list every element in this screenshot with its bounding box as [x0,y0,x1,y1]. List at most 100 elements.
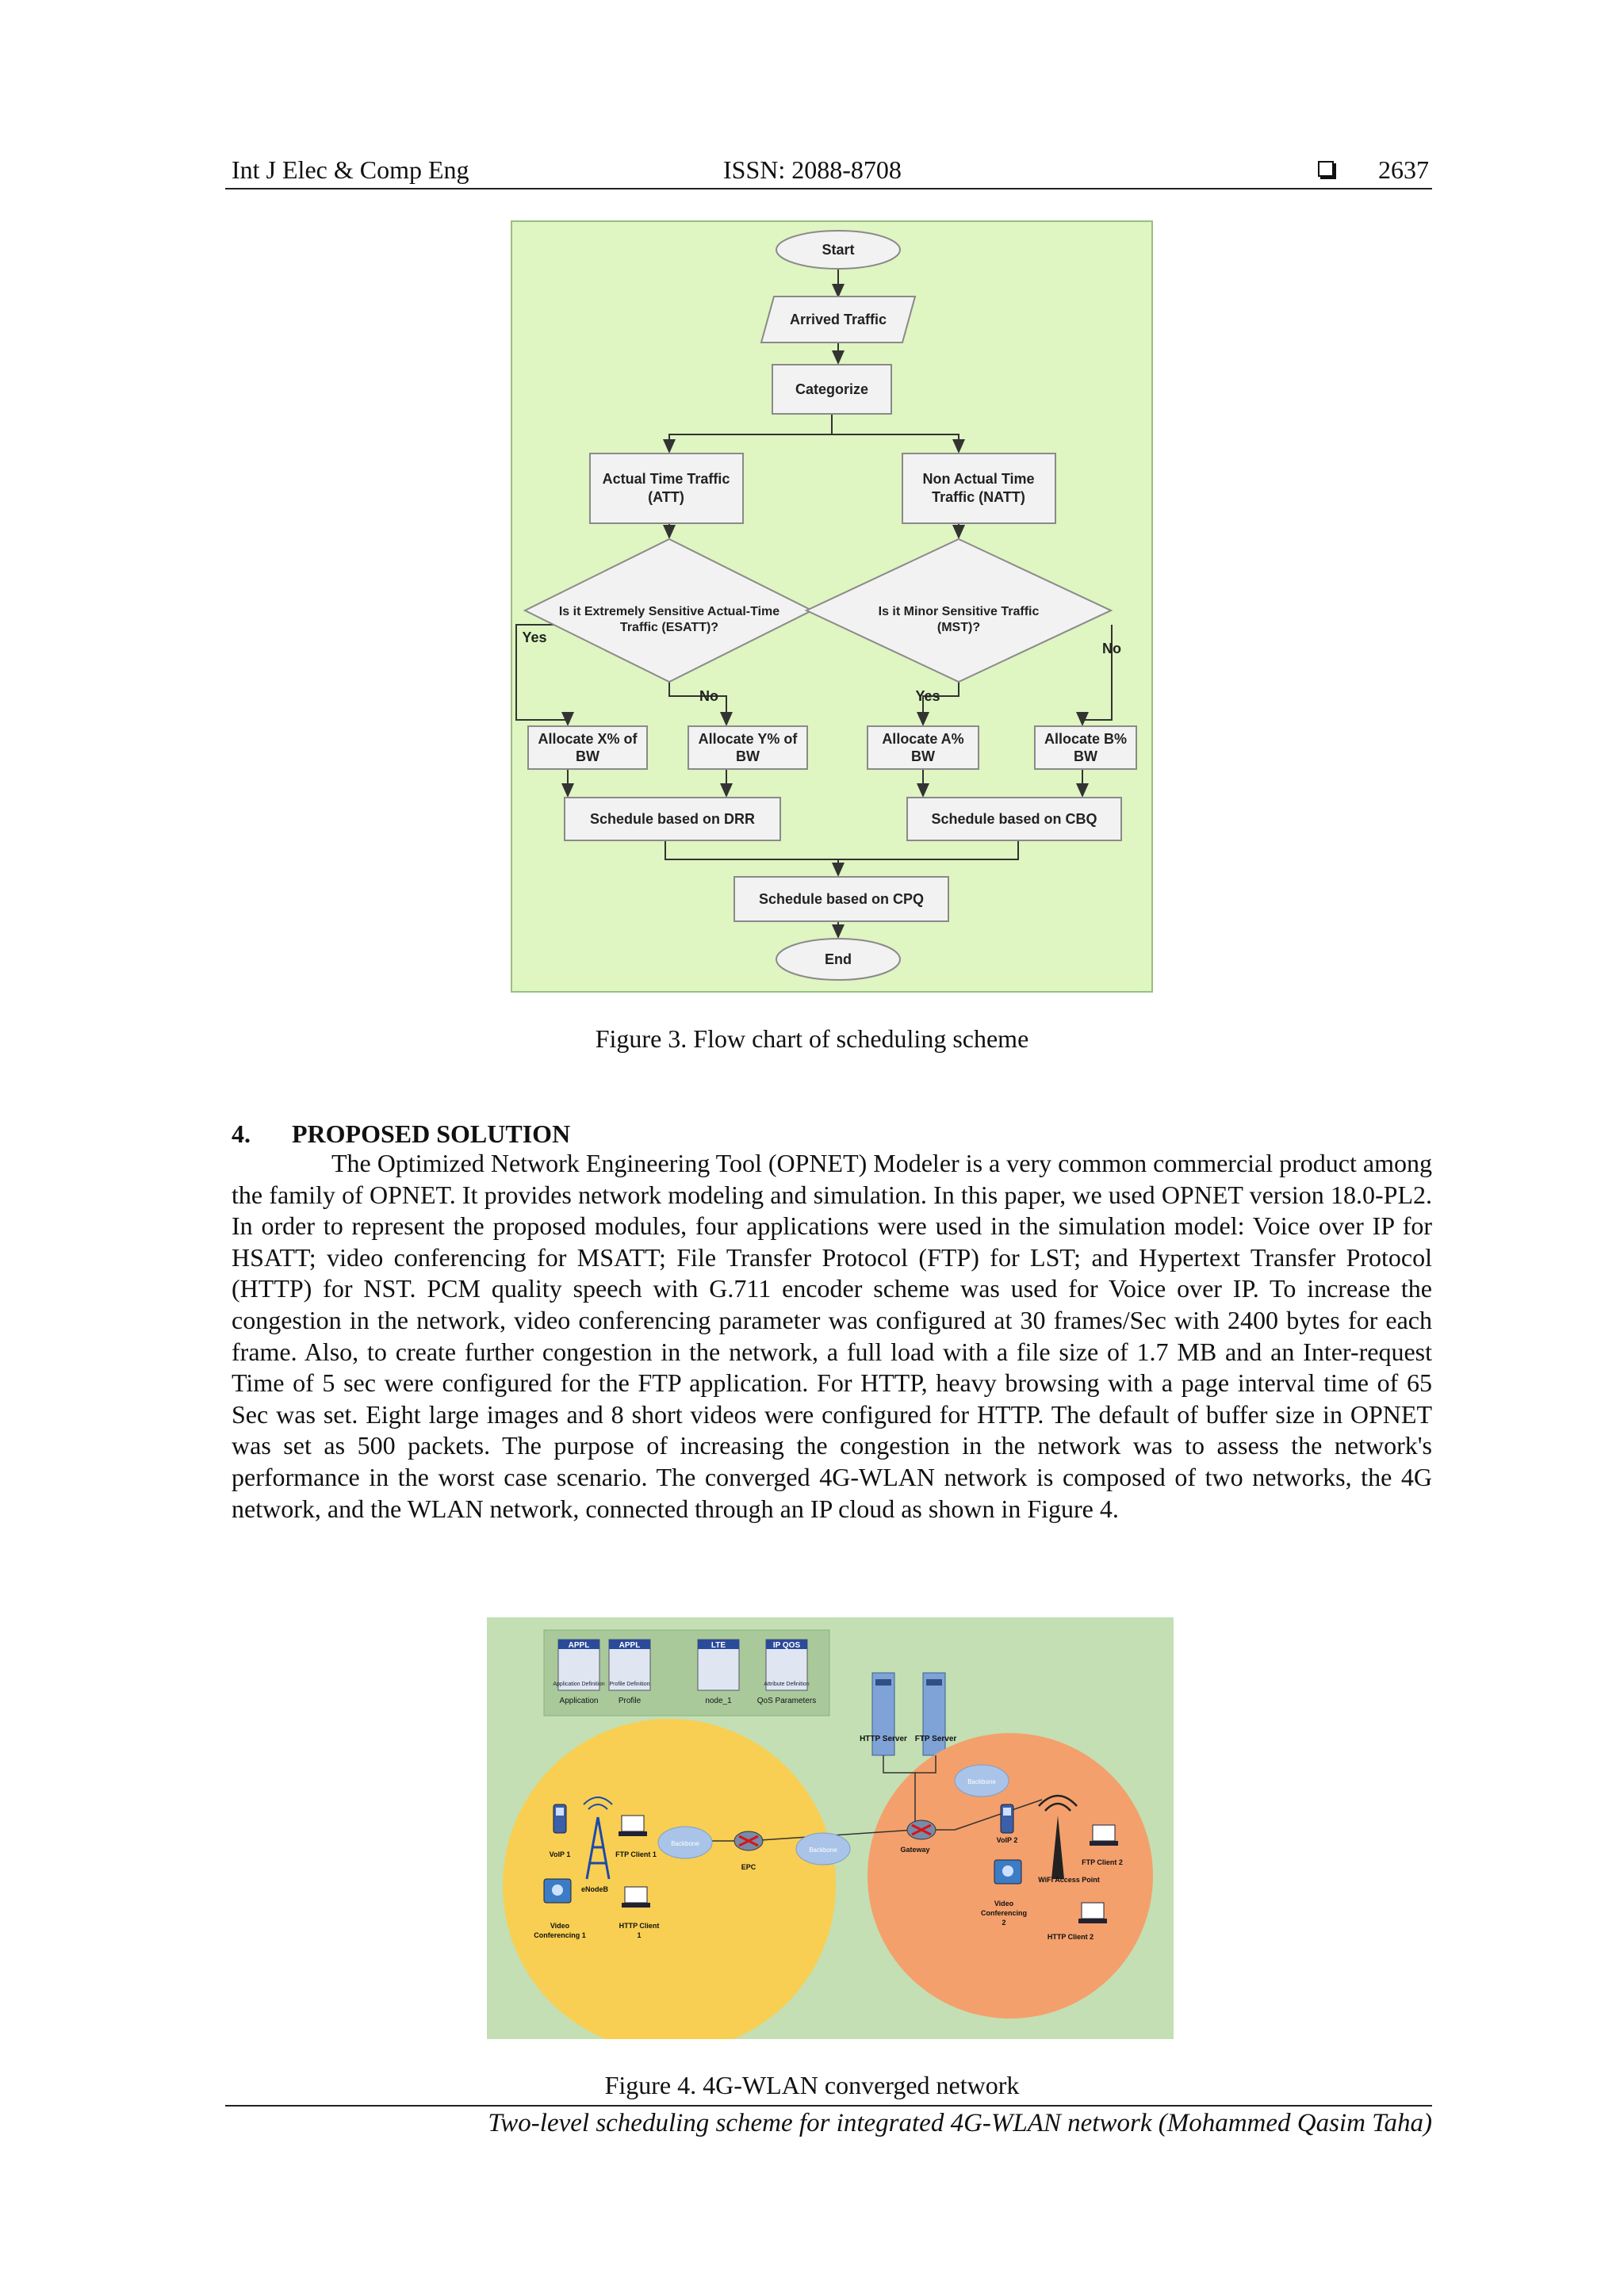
att-label-line2: (ATT) [648,489,684,505]
tile-title-appl-2: APPL [619,1641,641,1650]
drr-node [564,797,781,841]
esatt-question-line1: Is it Extremely Sensitive Actual-Time [559,605,779,618]
square-bullet-icon [1318,161,1334,177]
tile-sub-application: Application Definition [553,1682,604,1687]
running-head-issn: ISSN: 2088-8708 [723,155,902,184]
categorize-node [772,364,892,415]
yes-left-label: Yes [522,629,546,645]
palette-tiles [557,1639,808,1691]
mst-question-line2: (MST)? [937,621,980,634]
allocate-y-node [688,725,808,770]
allocate-x-node [527,725,648,770]
allocate-b-node [1034,725,1137,770]
allocate-a-line1: Allocate A% [882,731,963,747]
no-left-label: No [699,688,718,704]
voip-2-phone-icon [1000,1804,1014,1834]
http-server-icon [871,1672,895,1756]
allocate-y-line1: Allocate Y% of [699,731,799,747]
att-label-line1: Actual Time Traffic [603,471,730,487]
gateway-label: Gateway [900,1846,929,1854]
yes-right-label: Yes [915,688,940,704]
natt-node [902,453,1056,524]
video-conferencing-1-icon [543,1878,572,1904]
http-client-2-computer-icon [1078,1902,1107,1923]
palette-label-application: Application [560,1697,599,1705]
tile-sub-attribute: Attribute Definition [764,1682,809,1687]
palette-label-profile: Profile [619,1697,642,1705]
section-heading: 4. PROPOSED SOLUTION [232,1119,570,1149]
att-node [589,453,744,524]
ftp-client-1-label: FTP Client 1 [615,1850,657,1858]
http-client-1-computer-icon [622,1886,650,1908]
start-label: Start [822,242,854,258]
tile-title-ipqos: IP QOS [773,1641,801,1650]
paragraph-text: The Optimized Network Engineering Tool (… [232,1149,1432,1523]
palette-label-qos: QoS Parameters [757,1697,816,1705]
footer-rule [225,2105,1432,2107]
allocate-b-line1: Allocate B% [1044,731,1127,747]
drr-label: Schedule based on DRR [590,811,755,827]
backbone-cloud-left [657,1826,713,1859]
allocate-b-line2: BW [1074,748,1097,764]
section-number: 4. [232,1119,251,1148]
cpq-node [733,876,949,922]
tile-title-lte: LTE [711,1641,726,1650]
end-label: End [825,951,852,967]
http-client-1-line2: 1 [637,1931,641,1939]
figure-4-caption: Figure 4. 4G-WLAN converged network [604,2071,1020,2099]
video-conferencing-2-icon [994,1859,1022,1885]
figure-3-caption: Figure 3. Flow chart of scheduling schem… [595,1024,1029,1053]
cbq-node [906,797,1122,841]
video-conferencing-2-line3: 2 [1002,1919,1005,1927]
backbone-cloud-middle [795,1832,851,1866]
tile-sub-profile: Profile Definition [610,1682,650,1687]
voip-1-label: VoIP 1 [550,1850,571,1858]
http-client-1-line1: HTTP Client [619,1922,660,1930]
backbone-right-label: Backbone [967,1778,996,1785]
voip-2-label: VoIP 2 [997,1836,1018,1844]
cbq-label: Schedule based on CBQ [931,811,1097,827]
ftp-server-label: FTP Server [915,1735,957,1743]
arrived-traffic-label: Arrived Traffic [790,312,887,327]
section-paragraph: The Optimized Network Engineering Tool (… [232,1148,1432,1525]
natt-label-line2: Traffic (NATT) [932,489,1025,505]
figure-3-flowchart: Start Arrived Traffic Categorize Actual … [511,220,1153,993]
no-right-label: No [1102,641,1121,656]
voip-1-phone-icon [553,1804,567,1834]
epc-router-icon [733,1831,764,1851]
ftp-client-1-computer-icon [619,1815,647,1836]
4g-network-area [503,1719,836,2039]
mst-decision [804,538,1113,683]
natt-label-line1: Non Actual Time [922,471,1034,487]
video-conferencing-2-line1: Video [994,1900,1014,1908]
backbone-middle-label: Backbone [809,1846,837,1854]
video-conferencing-1-line1: Video [550,1922,570,1930]
running-footer: Two-level scheduling scheme for integrat… [488,2109,1432,2137]
esatt-question-line2: Traffic (ESATT)? [620,621,718,634]
allocate-x-line1: Allocate X% of [538,731,638,747]
wifi-access-point-label: WiFi Access Point [1038,1876,1100,1884]
enodeb-label: eNodeB [581,1885,609,1893]
ftp-client-2-computer-icon [1090,1824,1118,1846]
cpq-label: Schedule based on CPQ [759,891,924,907]
categorize-label: Categorize [795,381,868,397]
epc-label: EPC [741,1863,756,1871]
backbone-cloud-right [954,1764,1009,1797]
gateway-router-icon [906,1820,936,1840]
allocate-y-line2: BW [736,748,760,764]
tile-title-appl-1: APPL [569,1641,590,1650]
ftp-server-icon [922,1672,946,1756]
http-client-2-label: HTTP Client 2 [1048,1933,1094,1941]
allocate-a-node [867,725,979,770]
end-node [776,938,901,981]
allocate-a-line2: BW [911,748,935,764]
allocate-x-line2: BW [576,748,599,764]
section-title: PROPOSED SOLUTION [292,1119,571,1148]
start-node [776,230,901,270]
page-number: 2637 [1378,155,1429,184]
http-server-label: HTTP Server [860,1735,907,1743]
running-head-journal: Int J Elec & Comp Eng [232,155,469,184]
arrived-traffic-node [760,296,917,343]
wifi-access-point-icon [1038,1794,1078,1879]
video-conferencing-2-line2: Conferencing [981,1909,1027,1917]
